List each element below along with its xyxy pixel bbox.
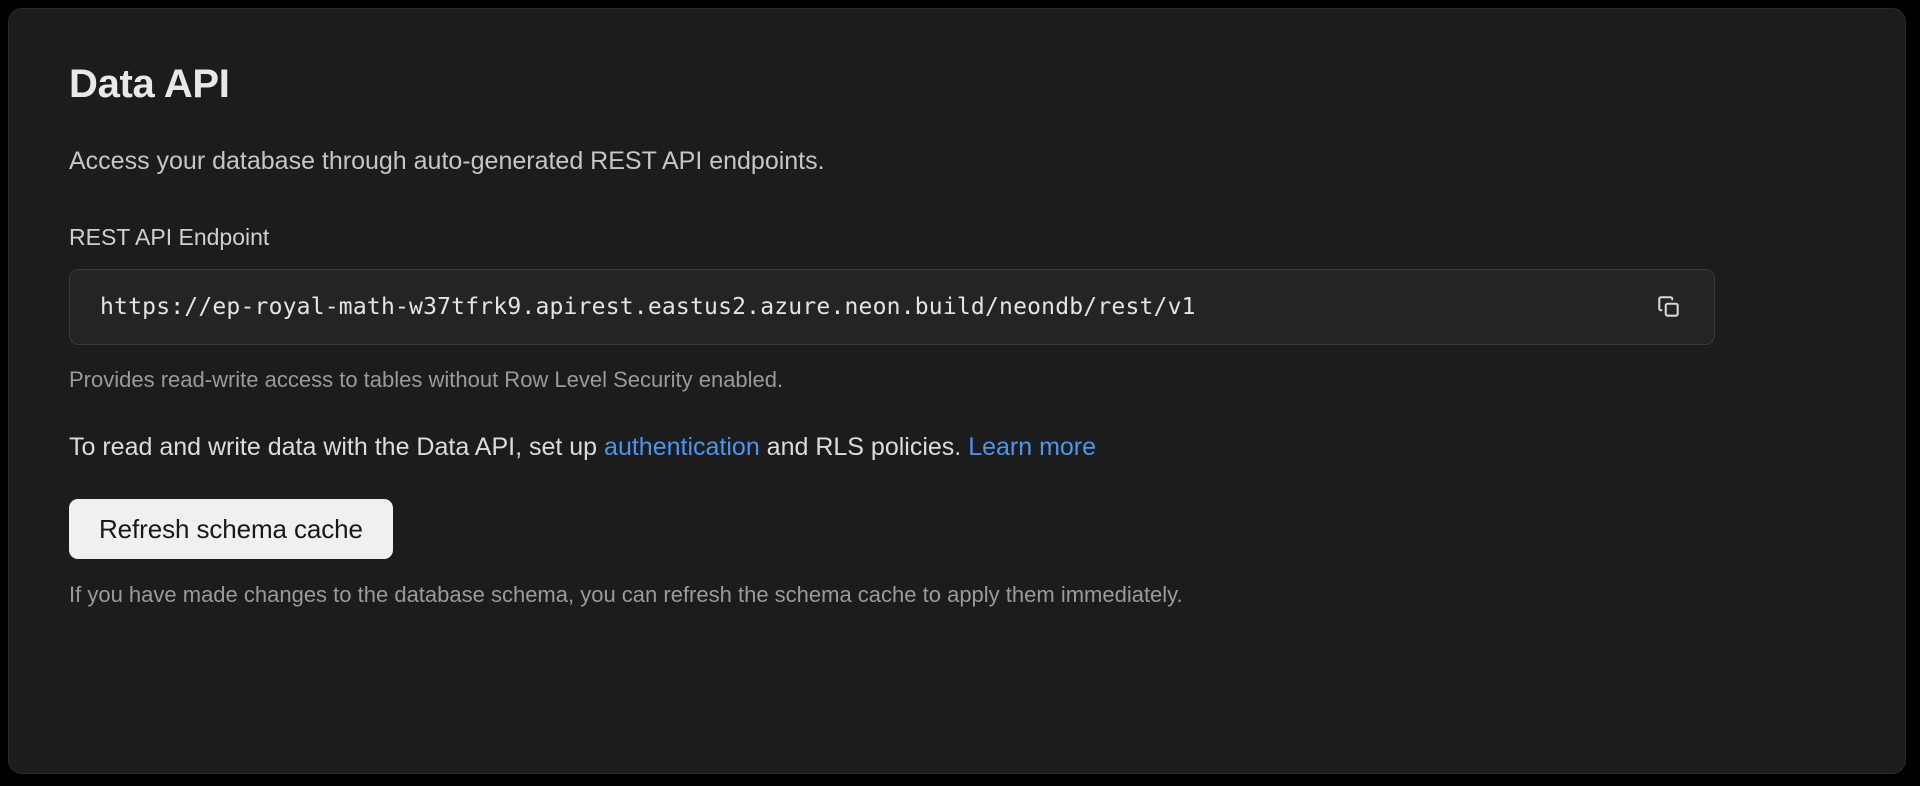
learn-more-link[interactable]: Learn more xyxy=(968,432,1097,461)
copy-icon xyxy=(1656,294,1682,320)
authentication-link[interactable]: authentication xyxy=(604,432,760,461)
endpoint-input-row[interactable]: https://ep-royal-math-w37tfrk9.apirest.e… xyxy=(69,269,1715,346)
page-subtitle: Access your database through auto-genera… xyxy=(69,147,825,175)
rest-api-endpoint-label: REST API Endpoint xyxy=(69,223,270,250)
info-text-before-link: To read and write data with the Data API… xyxy=(69,432,605,461)
copy-endpoint-button[interactable] xyxy=(1646,284,1692,330)
data-api-info-paragraph: To read and write data with the Data API… xyxy=(69,431,1845,464)
endpoint-url-value[interactable]: https://ep-royal-math-w37tfrk9.apirest.e… xyxy=(100,294,1196,321)
refresh-schema-note: If you have made changes to the database… xyxy=(69,582,1183,608)
refresh-schema-cache-button[interactable]: Refresh schema cache xyxy=(69,499,393,560)
endpoint-helper-text: Provides read-write access to tables wit… xyxy=(69,367,784,393)
page-title: Data API xyxy=(69,62,230,106)
data-api-card: Data API Access your database through au… xyxy=(8,8,1906,774)
info-text-middle: and RLS policies. xyxy=(759,432,969,461)
